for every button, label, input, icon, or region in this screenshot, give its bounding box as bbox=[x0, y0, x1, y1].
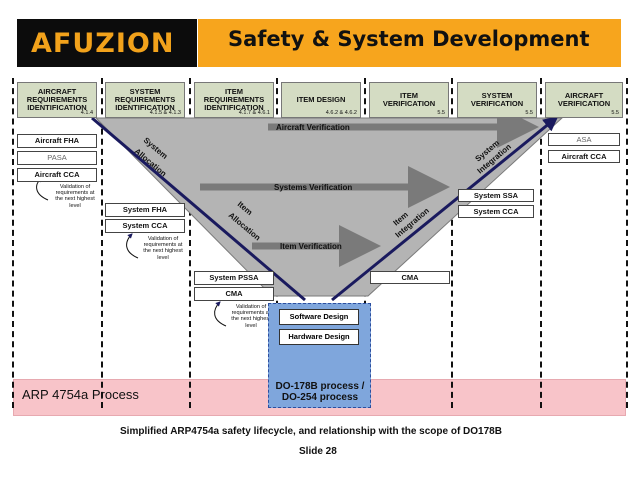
box-label: ITEM DESIGN bbox=[296, 95, 346, 104]
lane-divider bbox=[189, 78, 191, 408]
allocation-path bbox=[91, 116, 306, 302]
box-ref: 5.5 bbox=[525, 110, 533, 116]
lane-divider bbox=[626, 78, 628, 408]
cma-right-box: CMA bbox=[370, 271, 450, 284]
afuzion-logo: AFUZION bbox=[17, 19, 197, 67]
box-ref: 4.6.2 & 4.6.2 bbox=[325, 110, 357, 116]
system-cca-box: System CCA bbox=[105, 219, 185, 233]
v-shape bbox=[94, 117, 564, 297]
do-process-label: DO-178B process / DO-254 process bbox=[275, 381, 365, 403]
system-requirements-box: SYSTEM REQUIREMENTS IDENTIFICATION 4.1.5… bbox=[105, 82, 185, 118]
aircraft-verification-box: AIRCRAFT VERIFICATION 5.5 bbox=[545, 82, 623, 118]
box-ref: 4.1.7 & 4.6.1 bbox=[238, 110, 270, 116]
box-label: ITEM VERIFICATION bbox=[382, 91, 436, 108]
system-ssa-box: System SSA bbox=[458, 189, 534, 202]
lane-divider bbox=[12, 78, 14, 408]
pasa-box: PASA bbox=[17, 151, 97, 165]
box-ref: 5.5 bbox=[611, 110, 619, 116]
lane-divider bbox=[540, 78, 542, 408]
system-cca-right-box: System CCA bbox=[458, 205, 534, 218]
logo-text: AFUZION bbox=[31, 28, 175, 59]
item-requirements-box: ITEM REQUIREMENTS IDENTIFICATION 4.1.7 &… bbox=[194, 82, 274, 118]
diagram-caption: Simplified ARP4754a safety lifecycle, an… bbox=[120, 426, 502, 437]
validation-note: Validation of requirements at the next h… bbox=[55, 184, 95, 209]
box-label: AIRCRAFT REQUIREMENTS IDENTIFICATION bbox=[26, 87, 88, 112]
system-pssa-box: System PSSA bbox=[194, 271, 274, 285]
aircraft-requirements-box: AIRCRAFT REQUIREMENTS IDENTIFICATION 4.1… bbox=[17, 82, 97, 118]
integration-path bbox=[331, 116, 559, 302]
box-label: AIRCRAFT VERIFICATION bbox=[557, 91, 611, 108]
item-design-box: ITEM DESIGN 4.6.2 & 4.6.2 bbox=[281, 82, 361, 118]
cma-left-box: CMA bbox=[194, 287, 274, 301]
arp-process-label: ARP 4754a Process bbox=[22, 387, 139, 402]
box-ref: 4.1.4 bbox=[80, 110, 93, 116]
lane-divider bbox=[451, 78, 453, 408]
aircraft-cca-right-box: Aircraft CCA bbox=[548, 150, 620, 163]
box-ref: 4.1.5 & 4.1.3 bbox=[149, 110, 181, 116]
validation-loop-arrow bbox=[126, 233, 139, 259]
box-label: SYSTEM REQUIREMENTS IDENTIFICATION bbox=[114, 87, 176, 112]
lane-divider bbox=[101, 78, 103, 408]
system-verification-box: SYSTEM VERIFICATION 5.5 bbox=[457, 82, 537, 118]
aircraft-cca-box: Aircraft CCA bbox=[17, 168, 97, 182]
box-label: SYSTEM VERIFICATION bbox=[470, 91, 524, 108]
validation-note: Validation of requirements at the next h… bbox=[143, 236, 183, 261]
item-verification-box: ITEM VERIFICATION 5.5 bbox=[369, 82, 449, 118]
box-ref: 5.5 bbox=[437, 110, 445, 116]
slide-title: Safety & System Development bbox=[228, 27, 590, 51]
systems-verification-label: Systems Verification bbox=[274, 183, 352, 192]
system-fha-box: System FHA bbox=[105, 203, 185, 217]
software-design-box: Software Design bbox=[279, 309, 359, 325]
aircraft-verification-label: Aircraft Verification bbox=[276, 123, 350, 132]
title-bar: Safety & System Development bbox=[198, 19, 621, 67]
validation-loop-arrow bbox=[214, 301, 227, 327]
slide-number: Slide 28 bbox=[299, 446, 337, 457]
hardware-design-box: Hardware Design bbox=[279, 329, 359, 345]
item-verification-label: Item Verification bbox=[280, 242, 342, 251]
asa-box: ASA bbox=[548, 133, 620, 146]
aircraft-fha-box: Aircraft FHA bbox=[17, 134, 97, 148]
box-label: ITEM REQUIREMENTS IDENTIFICATION bbox=[203, 87, 265, 112]
